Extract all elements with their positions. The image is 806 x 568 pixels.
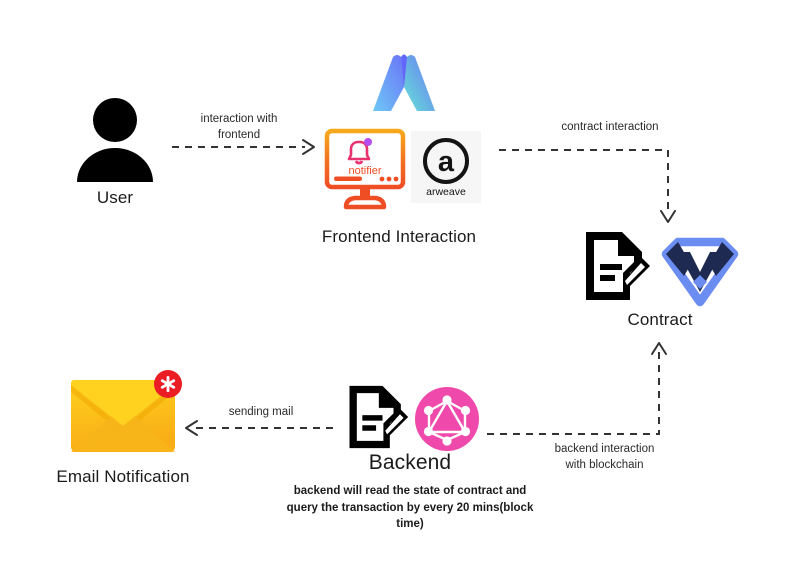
edge-label-contract-interaction: contract interaction [561,121,659,133]
contract-document-edit-icon [580,228,652,309]
node-label-contract: Contract [627,310,693,329]
backend-document-edit-icon [344,382,410,457]
email-envelope-icon [55,368,183,469]
node-label-backend: Backend [368,451,452,474]
edge-label-backend-interaction-with-blockchain: backend interaction with blockchain [554,443,655,471]
edge-backend-to-contract [487,342,667,435]
node-label-email-notification: Email Notification [56,467,190,486]
edge-frontend-to-contract [499,149,676,223]
edge-backend-to-email [185,420,335,436]
graphql-logo-icon [415,387,479,456]
arweave-wordmark: arweave [426,186,466,198]
notifier-wordmark: notifier [348,165,381,177]
user-avatar-icon [77,98,153,182]
warp-w-logo-icon [660,234,740,315]
node-label-frontend-interaction: Frontend Interaction [321,227,477,246]
edge-label-sending-mail: sending mail [228,406,294,418]
envelope-badge-asterisk [160,376,176,392]
notifier-monitor-icon: notifier [324,128,406,215]
node-user [72,96,158,187]
edge-label-interaction-with-frontend: interaction with frontend [200,113,278,141]
arweave-circle-logo-icon: a arweave [411,131,481,208]
node-label-user: User [96,188,134,207]
arweave-a-letter: a [438,146,455,178]
arweave-a-gradient-icon [371,53,437,116]
node-sublabel-backend: backend will read the state of contract … [286,485,534,531]
